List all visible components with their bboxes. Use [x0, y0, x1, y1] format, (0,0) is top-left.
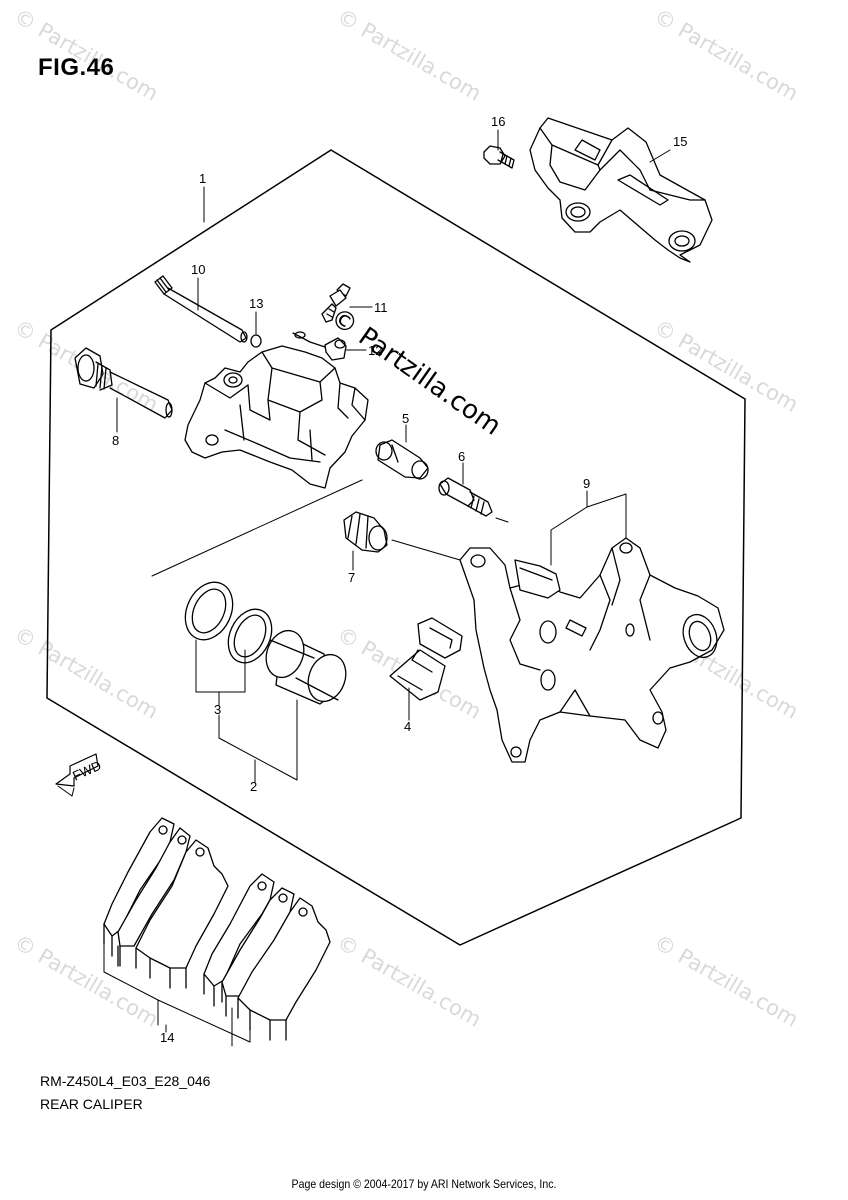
callout-2: 2: [250, 779, 257, 794]
callout-16: 16: [491, 114, 505, 129]
callout-1: 1: [199, 171, 206, 186]
part-10-pin: [154, 275, 248, 343]
leader-lines: [103, 129, 671, 1047]
part-9-bracket: [459, 537, 725, 763]
callout-3: 3: [214, 702, 221, 717]
fwd-arrow-icon: FWD: [55, 753, 103, 797]
callout-12: 12: [368, 343, 382, 358]
callout-13: 13: [249, 296, 263, 311]
diagram-subtitle: REAR CALIPER: [40, 1096, 143, 1112]
callout-14: 14: [160, 1030, 174, 1045]
model-code: RM-Z450L4_E03_E28_046: [40, 1073, 211, 1089]
part-3-seals: [184, 581, 273, 664]
part-2-piston: [265, 629, 347, 705]
fwd-label: FWD: [70, 758, 103, 784]
footer-copyright: Page design © 2004-2017 by ARI Network S…: [291, 1177, 557, 1191]
callout-8: 8: [112, 433, 119, 448]
callout-5: 5: [402, 411, 409, 426]
callout-9: 9: [583, 476, 590, 491]
callout-7: 7: [348, 570, 355, 585]
part-16-bolt: [483, 145, 515, 169]
part-13-washer: [250, 334, 262, 348]
part-6-pin: [438, 477, 493, 517]
part-5-sleeve: [375, 439, 429, 480]
part-11-bleeder: [321, 283, 351, 323]
callout-15: 15: [673, 134, 687, 149]
figure-title: FIG.46: [38, 54, 115, 81]
callout-4: 4: [404, 719, 411, 734]
callout-6: 6: [458, 449, 465, 464]
caliper-body: [184, 345, 369, 489]
part-12-cap: [292, 331, 347, 361]
part-14-pads: [103, 817, 331, 1041]
part-7-boot: [343, 511, 388, 553]
part-15-bracket: [529, 117, 713, 263]
part-4-spring: [389, 617, 463, 701]
callout-10: 10: [191, 262, 205, 277]
callout-11: 11: [374, 300, 388, 315]
part-8-bolt: [74, 347, 173, 419]
assembly-boundary: [46, 149, 746, 946]
